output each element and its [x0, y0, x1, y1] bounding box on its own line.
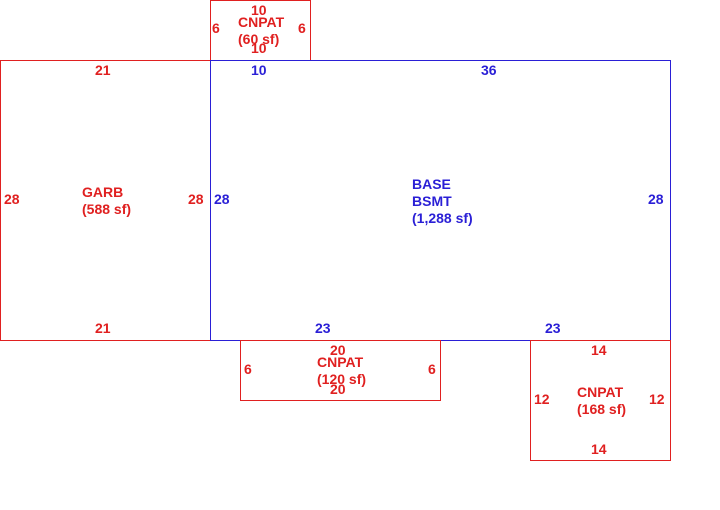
base-dim-bottom-right: 23: [545, 320, 561, 336]
cnpat-top-dim-top: 10: [251, 2, 267, 18]
base-area: (1,288 sf): [412, 210, 473, 226]
garb-dim-bottom: 21: [95, 320, 111, 336]
garb-code: GARB: [82, 184, 124, 200]
cnpat-right-dim-top: 14: [591, 342, 607, 358]
base-dim-right: 28: [648, 191, 664, 207]
cnpat-right-dim-right: 12: [649, 391, 665, 407]
base-code2: BSMT: [412, 193, 452, 209]
base-dim-top-right: 36: [481, 62, 497, 78]
cnpat-right-area: (168 sf): [577, 401, 627, 417]
cnpat-mid-dim-left: 6: [244, 361, 252, 377]
cnpat-mid-dim-top: 20: [330, 342, 346, 358]
cnpat-mid-outline: [240, 340, 441, 401]
cnpat-mid-area: (120 sf): [317, 371, 367, 387]
garb-area: (588 sf): [82, 201, 132, 217]
cnpat-mid-label: CNPAT (120 sf): [317, 354, 366, 388]
cnpat-right-code: CNPAT: [577, 384, 624, 400]
cnpat-top-code: CNPAT: [238, 14, 285, 30]
cnpat-top-area: (60 sf): [238, 31, 280, 47]
cnpat-right-outline: [530, 340, 671, 461]
garb-dim-left: 28: [4, 191, 20, 207]
garb-label: GARB (588 sf): [82, 184, 131, 218]
garb-dim-right: 28: [188, 191, 204, 207]
cnpat-mid-dim-right: 6: [428, 361, 436, 377]
base-code: BASE: [412, 176, 451, 192]
cnpat-right-dim-left: 12: [534, 391, 550, 407]
base-dim-left: 28: [214, 191, 230, 207]
base-label: BASE BSMT (1,288 sf): [412, 176, 473, 227]
cnpat-mid-code: CNPAT: [317, 354, 364, 370]
cnpat-top-dim-left: 6: [212, 20, 220, 36]
base-dim-bottom-left: 23: [315, 320, 331, 336]
cnpat-mid-dim-bottom: 20: [330, 381, 346, 397]
cnpat-top-dim-bottom: 10: [251, 40, 267, 56]
cnpat-top-dim-right: 6: [298, 20, 306, 36]
cnpat-right-dim-bottom: 14: [591, 441, 607, 457]
cnpat-right-label: CNPAT (168 sf): [577, 384, 626, 418]
base-dim-top-left: 10: [251, 62, 267, 78]
cnpat-top-label: CNPAT (60 sf): [238, 14, 284, 48]
garb-dim-top: 21: [95, 62, 111, 78]
